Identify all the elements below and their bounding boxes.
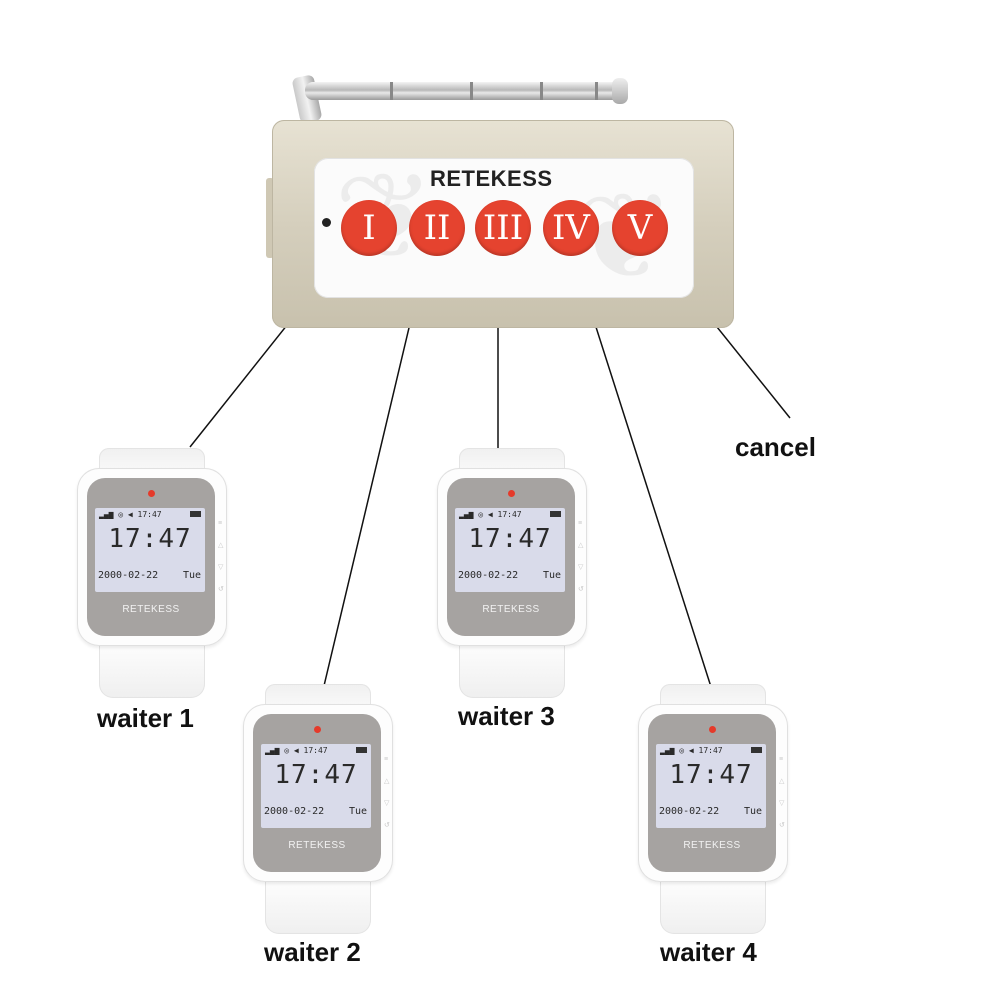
watch-day: Tue (542, 570, 561, 581)
battery-icon (751, 747, 762, 753)
watch-side-buttons[interactable]: ≡△▽↺ (578, 520, 584, 593)
watch-led (709, 726, 716, 733)
waiter-1-label: waiter 1 (97, 703, 194, 733)
watch-screen: ▂▄▆ ◎ ◀ 17:47 17:47 2000-02-22 Tue (656, 744, 766, 828)
transmitter-brand-logo: RETEKESS (430, 166, 553, 191)
signal-status: ▂▄▆ ◎ ◀ 17:47 (265, 746, 328, 755)
antenna (305, 82, 623, 100)
battery-icon (190, 511, 201, 517)
watch-brand-logo: RETEKESS (288, 840, 346, 851)
watch-strap-bottom (459, 638, 565, 698)
watch-led (314, 726, 321, 733)
antenna-segment (470, 82, 473, 100)
pager-watch-1: ▂▄▆ ◎ ◀ 17:47 17:47 2000-02-22 Tue RETEK… (77, 448, 227, 698)
call-key-3[interactable]: III (475, 200, 531, 256)
call-key-5[interactable]: V (612, 200, 668, 256)
watch-side-buttons[interactable]: ≡△▽↺ (779, 756, 785, 829)
watch-face: ▂▄▆ ◎ ◀ 17:47 17:47 2000-02-22 Tue RETEK… (648, 714, 776, 872)
waiter-2-label: waiter 2 (264, 937, 361, 967)
watch-led (508, 490, 515, 497)
pager-watch-4: ▂▄▆ ◎ ◀ 17:47 17:47 2000-02-22 Tue RETEK… (638, 684, 788, 934)
watch-case: ▂▄▆ ◎ ◀ 17:47 17:47 2000-02-22 Tue RETEK… (437, 468, 587, 646)
watch-led (148, 490, 155, 497)
watch-brand-logo: RETEKESS (122, 604, 180, 615)
antenna-segment (595, 82, 598, 100)
watch-brand-logo: RETEKESS (482, 604, 540, 615)
watch-time: 17:47 (468, 524, 552, 554)
watch-case: ▂▄▆ ◎ ◀ 17:47 17:47 2000-02-22 Tue RETEK… (243, 704, 393, 882)
watch-date: 2000-02-22 (659, 806, 720, 817)
waiter-3-label: waiter 3 (458, 701, 555, 731)
watch-case: ▂▄▆ ◎ ◀ 17:47 17:47 2000-02-22 Tue RETEK… (638, 704, 788, 882)
signal-status: ▂▄▆ ◎ ◀ 17:47 (459, 510, 522, 519)
watch-side-buttons[interactable]: ≡△▽↺ (384, 756, 390, 829)
watch-date: 2000-02-22 (98, 570, 159, 581)
watch-strap-bottom (660, 874, 766, 934)
cancel-label: cancel (735, 432, 816, 462)
watch-screen: ▂▄▆ ◎ ◀ 17:47 17:47 2000-02-22 Tue (455, 508, 565, 592)
pager-watch-3: ▂▄▆ ◎ ◀ 17:47 17:47 2000-02-22 Tue RETEK… (437, 448, 587, 698)
watch-day: Tue (743, 806, 762, 817)
watch-strap-bottom (265, 874, 371, 934)
watch-date: 2000-02-22 (264, 806, 325, 817)
watch-strap-bottom (99, 638, 205, 698)
watch-side-buttons[interactable]: ≡△▽↺ (218, 520, 224, 593)
watch-face: ▂▄▆ ◎ ◀ 17:47 17:47 2000-02-22 Tue RETEK… (87, 478, 215, 636)
watch-day: Tue (182, 570, 201, 581)
antenna-segment (390, 82, 393, 100)
watch-time: 17:47 (108, 524, 192, 554)
antenna-segment (540, 82, 543, 100)
watch-case: ▂▄▆ ◎ ◀ 17:47 17:47 2000-02-22 Tue RETEK… (77, 468, 227, 646)
watch-brand-logo: RETEKESS (683, 840, 741, 851)
watch-screen: ▂▄▆ ◎ ◀ 17:47 17:47 2000-02-22 Tue (95, 508, 205, 592)
waiter-4-label: waiter 4 (660, 937, 757, 967)
battery-icon (356, 747, 367, 753)
watch-time: 17:47 (669, 760, 753, 790)
pager-watch-2: ▂▄▆ ◎ ◀ 17:47 17:47 2000-02-22 Tue RETEK… (243, 684, 393, 934)
watch-screen: ▂▄▆ ◎ ◀ 17:47 17:47 2000-02-22 Tue (261, 744, 371, 828)
watch-face: ▂▄▆ ◎ ◀ 17:47 17:47 2000-02-22 Tue RETEK… (253, 714, 381, 872)
call-key-1[interactable]: I (341, 200, 397, 256)
transmitter-led (322, 218, 331, 227)
watch-face: ▂▄▆ ◎ ◀ 17:47 17:47 2000-02-22 Tue RETEK… (447, 478, 575, 636)
signal-status: ▂▄▆ ◎ ◀ 17:47 (660, 746, 723, 755)
watch-day: Tue (348, 806, 367, 817)
signal-status: ▂▄▆ ◎ ◀ 17:47 (99, 510, 162, 519)
antenna-tip (612, 78, 628, 104)
call-key-4[interactable]: IV (543, 200, 599, 256)
call-key-2[interactable]: II (409, 200, 465, 256)
watch-date: 2000-02-22 (458, 570, 519, 581)
transmitter-side-button[interactable] (266, 178, 274, 258)
watch-time: 17:47 (274, 760, 358, 790)
battery-icon (550, 511, 561, 517)
